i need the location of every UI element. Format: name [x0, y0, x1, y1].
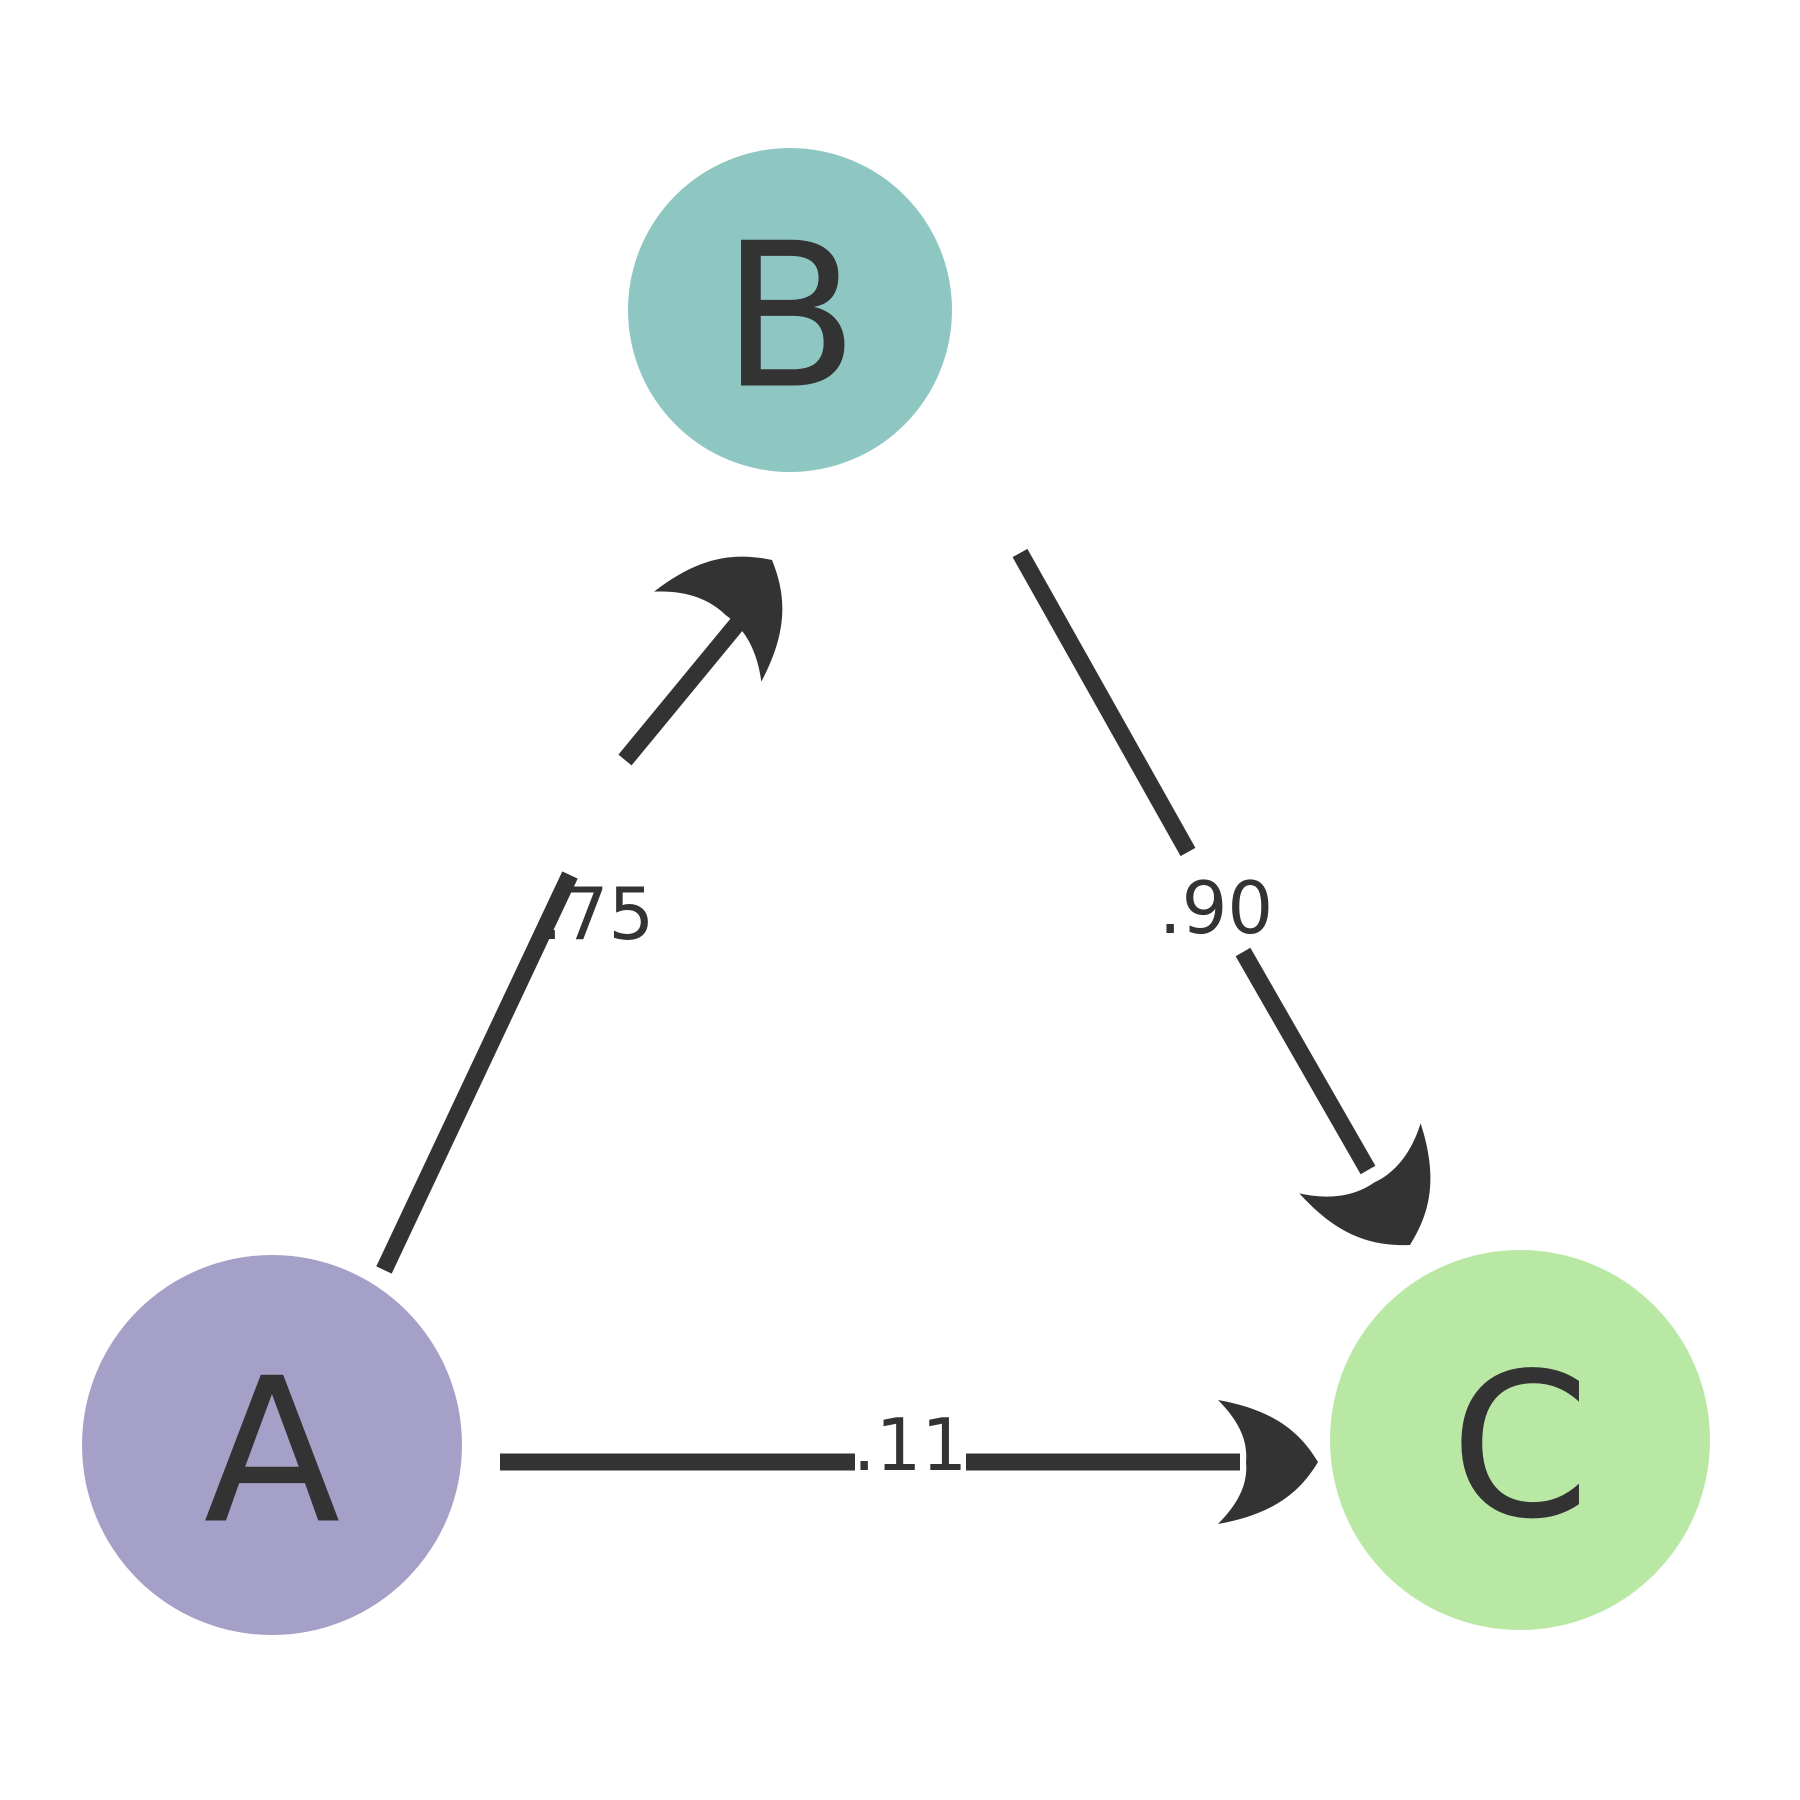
edge-b-to-c-segment-1 — [1012, 548, 1196, 857]
edge-a-to-b[interactable]: .75 — [376, 515, 826, 1274]
edge-b-to-c-segment-2 — [1235, 947, 1376, 1175]
edge-b-to-c-label: .90 — [1159, 866, 1274, 950]
node-b-label: B — [721, 201, 858, 434]
node-c[interactable]: C — [1330, 1250, 1710, 1630]
node-b[interactable]: B — [628, 148, 952, 472]
nodes-layer: A B C — [82, 148, 1710, 1635]
node-a-label: A — [204, 1336, 341, 1569]
edge-a-to-c[interactable]: .11 — [500, 1400, 1318, 1524]
edge-a-to-b-arrowhead — [654, 556, 783, 682]
node-b-circle[interactable] — [628, 148, 952, 472]
node-c-label: C — [1450, 1331, 1590, 1564]
edges-layer: .75 .90 .11 — [376, 515, 1471, 1524]
edge-a-to-b-label: .75 — [540, 872, 655, 956]
edge-a-to-b-segment-2 — [618, 612, 749, 766]
node-a[interactable]: A — [82, 1255, 462, 1635]
edge-b-to-c[interactable]: .90 — [1012, 548, 1471, 1280]
node-a-circle[interactable] — [82, 1255, 462, 1635]
edge-a-to-c-arrowhead — [1218, 1400, 1318, 1524]
edge-a-to-b-segment-1 — [376, 871, 578, 1274]
node-c-circle[interactable] — [1330, 1250, 1710, 1630]
edge-a-to-c-label: .11 — [853, 1403, 968, 1487]
edge-b-to-c-arrowhead — [1299, 1123, 1431, 1246]
